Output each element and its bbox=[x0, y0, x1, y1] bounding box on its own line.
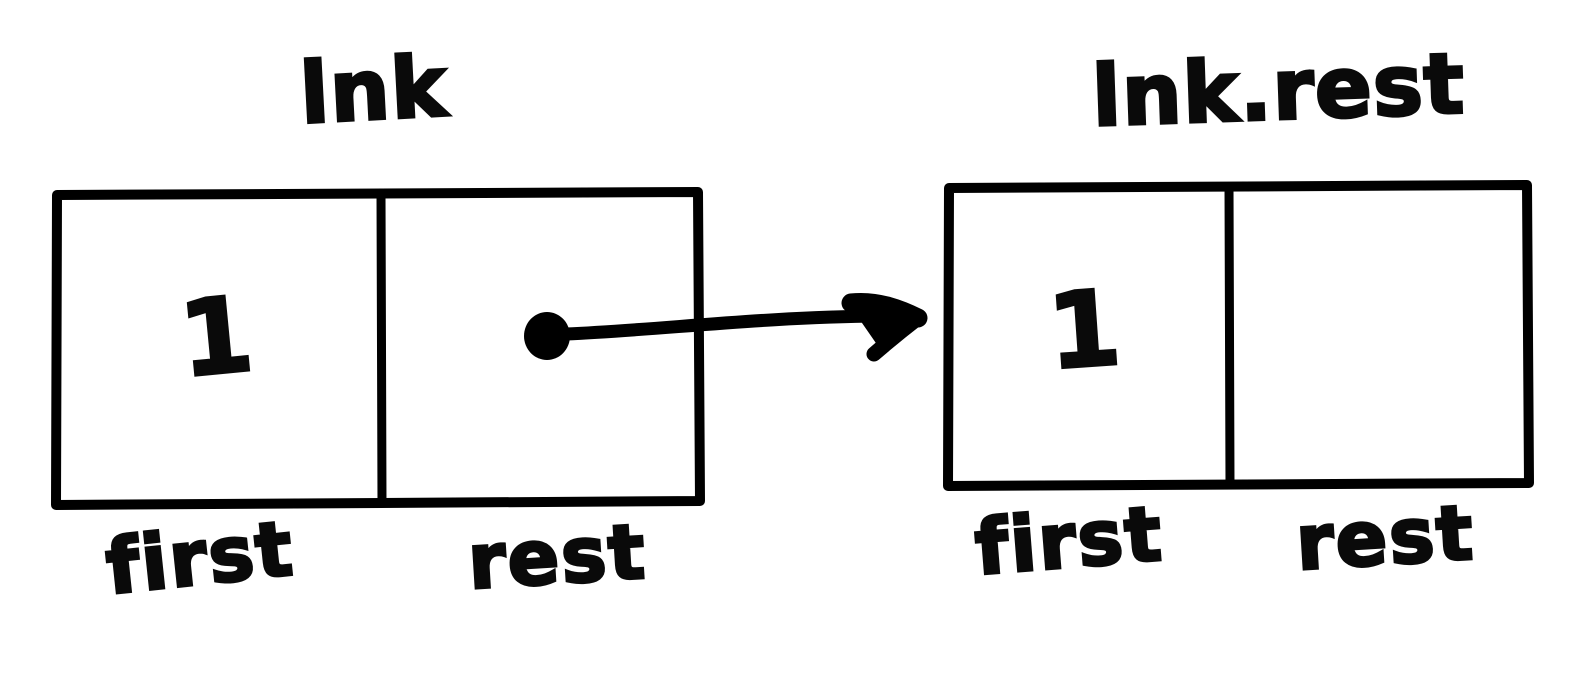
node-lnk-rest-first-label: first bbox=[970, 487, 1168, 593]
pointer-arrowhead-body bbox=[850, 300, 925, 349]
node-lnk-rest-rest-label: rest bbox=[1292, 486, 1479, 589]
node-lnk-rest-first-value: 1 bbox=[1042, 265, 1126, 395]
node-lnk-rest-outline bbox=[943, 180, 1534, 491]
node-lnk[interactable] bbox=[51, 187, 705, 510]
pointer-shaft bbox=[559, 309, 887, 341]
node-lnk-rest-title: lnk.rest bbox=[1089, 33, 1468, 147]
node-lnk-title: lnk bbox=[296, 36, 451, 145]
node-lnk-rest-divider bbox=[1224, 182, 1235, 489]
node-lnk-first-value: 1 bbox=[173, 271, 260, 402]
pointer-origin-dot bbox=[524, 312, 570, 360]
pointer-arrow[interactable] bbox=[524, 292, 928, 362]
node-lnk-first-label: first bbox=[100, 502, 299, 613]
node-lnk-rest[interactable] bbox=[943, 180, 1534, 491]
node-lnk-divider bbox=[376, 189, 387, 508]
node-lnk-outline bbox=[51, 187, 705, 510]
node-lnk-rest-field-label: rest bbox=[464, 505, 651, 608]
